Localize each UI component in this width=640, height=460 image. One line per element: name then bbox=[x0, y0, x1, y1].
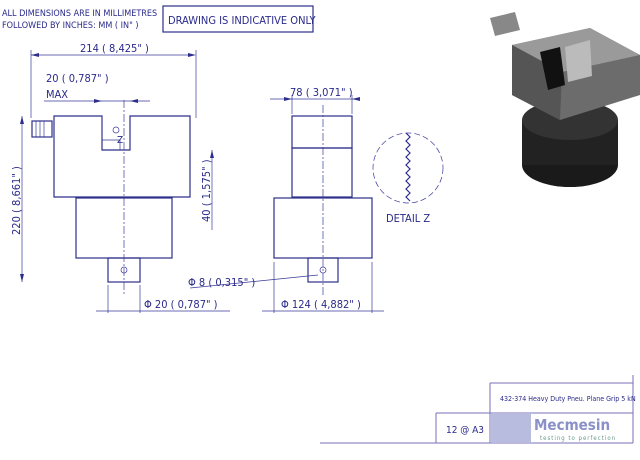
section-z-label: Z bbox=[117, 135, 123, 146]
units-note-line2: FOLLOWED BY INCHES: MM ( IN" ) bbox=[2, 21, 139, 31]
front-view: Z bbox=[31, 100, 191, 295]
side-view bbox=[273, 105, 373, 295]
dim-side-width: 78 ( 3,071" ) bbox=[290, 86, 353, 99]
disclaimer-box bbox=[162, 5, 314, 33]
brand-tagline: testing to perfection bbox=[540, 435, 616, 442]
detail-z: DETAIL Z bbox=[372, 132, 444, 225]
dim-jaw-opening-max: MAX bbox=[46, 88, 68, 101]
brand-logo: Mecmesin bbox=[534, 416, 610, 434]
drawing-scale: 12 @ A3 bbox=[446, 425, 484, 436]
dim-body-diameter: Φ 124 ( 4,882" ) bbox=[281, 298, 361, 311]
dim-height: 220 ( 8,661" ) bbox=[10, 166, 23, 235]
dim-width: 214 ( 8,425" ) bbox=[80, 42, 149, 55]
units-note-line1: ALL DIMENSIONS ARE IN MILLIMETRES bbox=[2, 9, 157, 19]
product-3d-render bbox=[490, 12, 640, 187]
dim-jaw-height: 40 ( 1,575" ) bbox=[200, 159, 213, 222]
dim-pin-diameter: Φ 8 ( 0,315" ) bbox=[188, 276, 255, 289]
dim-stem-diameter: Φ 20 ( 0,787" ) bbox=[144, 298, 218, 311]
detail-z-label: DETAIL Z bbox=[386, 212, 430, 225]
product-title: 432-374 Heavy Duty Pneu. Plane Grip 5 kN bbox=[500, 395, 636, 403]
title-block: 432-374 Heavy Duty Pneu. Plane Grip 5 kN… bbox=[320, 375, 636, 444]
dim-jaw-opening: 20 ( 0,787" ) bbox=[46, 72, 109, 85]
logo-graphic bbox=[491, 414, 531, 442]
disclaimer-text: DRAWING IS INDICATIVE ONLY bbox=[168, 14, 317, 27]
